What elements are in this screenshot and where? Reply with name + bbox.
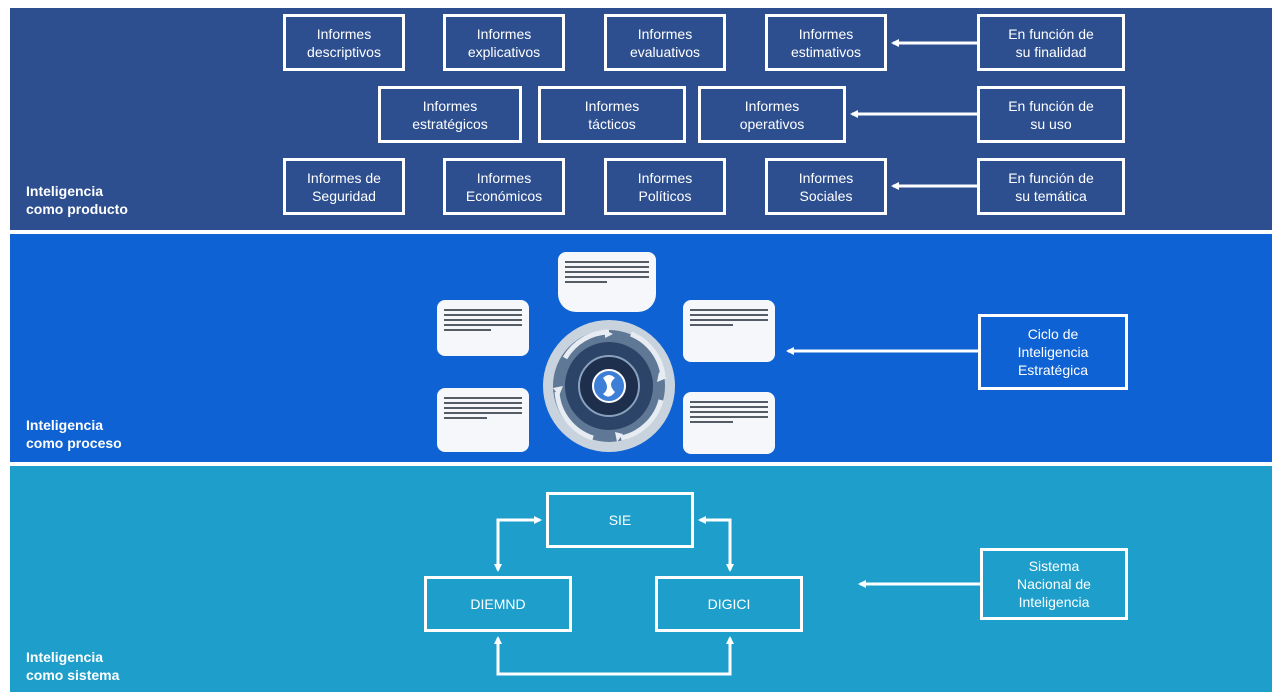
box-text: Informes bbox=[422, 97, 478, 114]
box-text: Informes bbox=[637, 169, 693, 186]
cycle-card-right-bottom bbox=[683, 392, 775, 454]
box-text: explicativos bbox=[467, 43, 541, 60]
box-text: SIE bbox=[608, 512, 632, 528]
box-text: su temática bbox=[1015, 187, 1087, 204]
band-label-line: Inteligencia bbox=[26, 183, 104, 199]
box-text: Inteligencia bbox=[1018, 594, 1090, 610]
node-sie: SIE bbox=[546, 492, 694, 548]
cycle-arrowhead bbox=[605, 330, 613, 338]
box-text: Informes bbox=[476, 25, 532, 42]
box-text: DIGICI bbox=[707, 596, 751, 612]
box-text: Informes bbox=[476, 169, 532, 186]
cycle-logo-mark bbox=[603, 375, 615, 397]
box-text: Ciclo de bbox=[1027, 326, 1079, 342]
box-text: Seguridad bbox=[312, 187, 376, 204]
cycle-arrow-segment bbox=[554, 391, 594, 441]
cycle-arrowhead bbox=[553, 386, 563, 396]
box-text: Informes bbox=[798, 169, 854, 186]
node-digici: DIGICI bbox=[655, 576, 803, 632]
box-text: Informes bbox=[584, 97, 640, 114]
box-text: Informes bbox=[744, 97, 800, 114]
cycle-card-right-top bbox=[683, 300, 775, 362]
cycle-arrowhead bbox=[657, 372, 667, 382]
box-text: En función de bbox=[1008, 169, 1094, 186]
band-label-line: Inteligencia bbox=[26, 649, 104, 665]
box-text: Estratégica bbox=[1017, 362, 1089, 378]
band-label-line: Inteligencia bbox=[26, 417, 104, 433]
cycle-arrow-segment bbox=[629, 331, 666, 377]
box-text: Informes bbox=[798, 25, 854, 42]
box-text: su finalidad bbox=[1015, 43, 1087, 60]
box-text: DIEMND bbox=[470, 596, 526, 612]
box-text: Económicos bbox=[465, 187, 543, 204]
cycle-card-top bbox=[558, 252, 656, 312]
box-text: Nacional de bbox=[1017, 576, 1091, 592]
band-label-line: como producto bbox=[26, 201, 128, 217]
cycle-card-left-top bbox=[437, 300, 529, 356]
box-text: estimativos bbox=[790, 43, 862, 60]
cycle-card-left-bottom bbox=[437, 388, 529, 452]
box-text: En función de bbox=[1008, 25, 1094, 42]
band-label-sistema: Inteligencia como sistema bbox=[26, 648, 119, 684]
band-producto bbox=[10, 8, 1272, 230]
box-text: Informes de bbox=[307, 169, 381, 186]
cycle-arrowhead bbox=[615, 432, 623, 442]
box-text: operativos bbox=[739, 115, 805, 132]
box-text: Inteligencia bbox=[1017, 344, 1089, 360]
box-text: Informes bbox=[316, 25, 372, 42]
box-text: estratégicos bbox=[412, 115, 488, 132]
intelligence-cycle-graphic bbox=[543, 320, 675, 452]
box-text: su uso bbox=[1030, 115, 1072, 132]
box-text: descriptivos bbox=[307, 43, 381, 60]
cycle-arrow-segment bbox=[620, 399, 664, 441]
node-diemnd: DIEMND bbox=[424, 576, 572, 632]
box-text: Informes bbox=[637, 25, 693, 42]
box-text: Sociales bbox=[799, 187, 853, 204]
band-label-producto: Inteligencia como producto bbox=[26, 182, 128, 218]
box-text: Sistema bbox=[1028, 558, 1080, 574]
band-label-proceso: Inteligencia como proceso bbox=[26, 416, 122, 452]
cycle-arrow-segment bbox=[562, 329, 610, 360]
band-label-line: como proceso bbox=[26, 435, 122, 451]
band-label-line: como sistema bbox=[26, 667, 120, 683]
box-text: evaluativos bbox=[629, 43, 701, 60]
box-text: tácticos bbox=[588, 115, 636, 132]
box-text: En función de bbox=[1008, 97, 1094, 114]
box-text: Políticos bbox=[638, 187, 692, 204]
